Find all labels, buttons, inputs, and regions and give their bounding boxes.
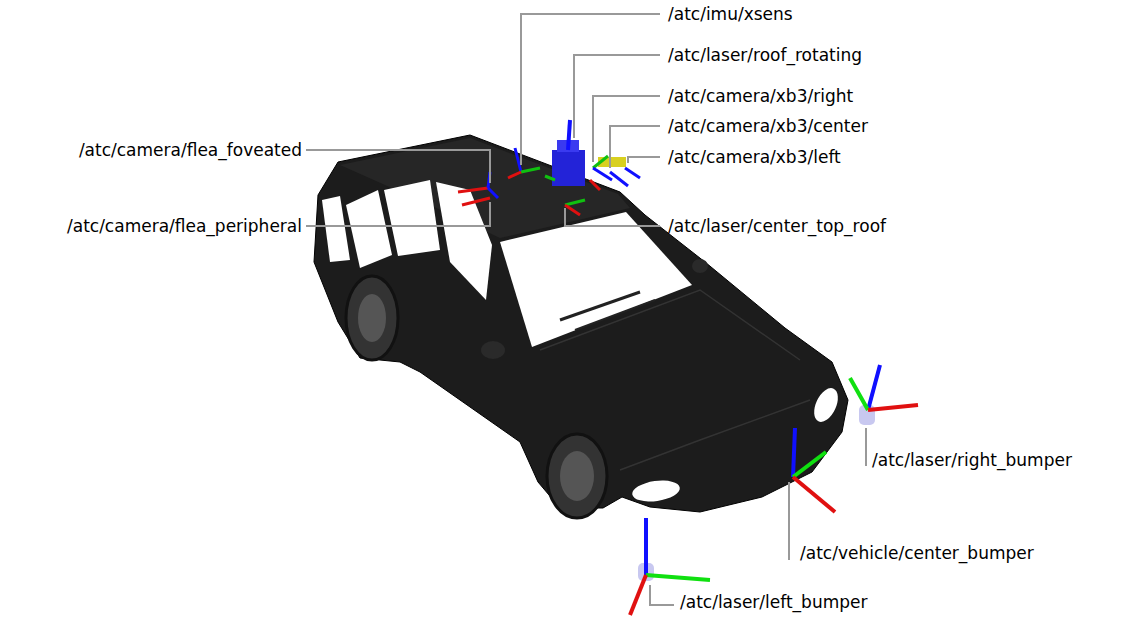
- frame-label: /atc/vehicle/center_bumper: [800, 542, 1034, 564]
- frame-label: /atc/laser/center_top_roof: [668, 215, 886, 237]
- frame-label: /atc/laser/roof_rotating: [668, 44, 862, 66]
- frame-label: /atc/laser/right_bumper: [872, 449, 1072, 471]
- frame-label: /atc/camera/flea_peripheral: [67, 215, 302, 237]
- frame-label: /atc/camera/flea_foveated: [79, 139, 302, 161]
- frame-label: /atc/camera/xb3/left: [668, 146, 841, 168]
- frame-label: /atc/imu/xsens: [668, 3, 793, 25]
- frame-label: /atc/camera/xb3/right: [668, 85, 853, 107]
- frame-label: /atc/laser/left_bumper: [680, 591, 867, 613]
- frame-label: /atc/camera/xb3/center: [668, 115, 868, 137]
